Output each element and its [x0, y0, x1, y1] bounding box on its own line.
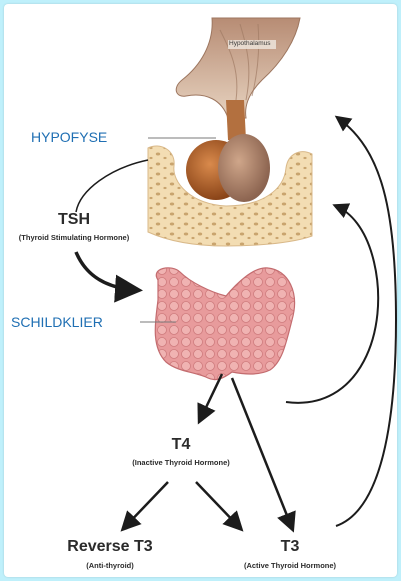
pituitary-stalk	[226, 100, 246, 140]
arrow-thyroid-to-t3	[232, 378, 292, 528]
posterior-pituitary	[218, 134, 270, 202]
arrow-thyroid-to-t4	[200, 374, 222, 420]
schildklier-label: SCHILDKLIER	[11, 314, 103, 330]
hypothalamus-label: Hypothalamus	[229, 40, 271, 47]
tsh-label: TSH	[58, 211, 90, 229]
t4-label: T4	[172, 436, 191, 454]
t3-label: T3	[281, 538, 300, 556]
arrow-t4-to-reverse-t3	[124, 482, 168, 528]
tsh-subtitle: (Thyroid Stimulating Hormone)	[19, 233, 129, 242]
arrow-tsh-to-thyroid	[76, 252, 136, 290]
reverse-t3-label: Reverse T3	[67, 538, 152, 556]
t4-subtitle: (Inactive Thyroid Hormone)	[132, 458, 230, 467]
hypofyse-label: HYPOFYSE	[31, 129, 107, 145]
t3-subtitle: (Active Thyroid Hormone)	[244, 561, 336, 570]
thyroid-gland	[155, 268, 294, 380]
reverse-t3-subtitle: (Anti-thyroid)	[86, 561, 134, 570]
arrow-t4-to-t3	[196, 482, 240, 528]
arrow-feedback-t3-to-hypothalamus	[336, 118, 396, 526]
